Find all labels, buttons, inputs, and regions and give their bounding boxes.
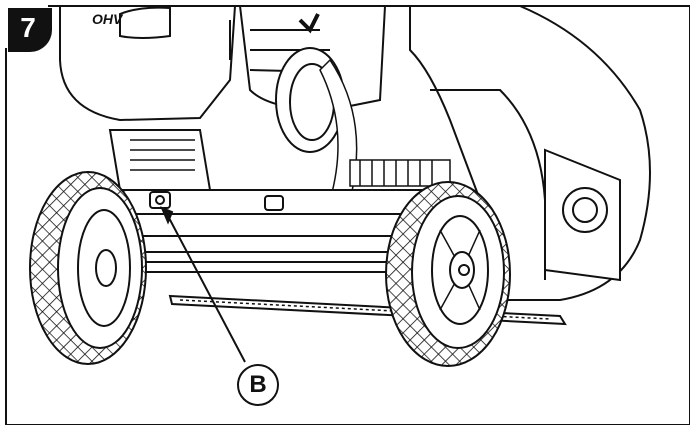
callout-b: B <box>237 364 279 406</box>
callout-label: B <box>249 371 267 398</box>
engine-cover-text: OHV <box>92 11 124 27</box>
left-wheel <box>29 171 147 365</box>
snowblower-illustration: OHV <box>5 5 690 425</box>
figure-frame: OHV <box>4 4 690 425</box>
step-number-badge: 7 <box>8 8 52 52</box>
auger-blades <box>319 58 451 201</box>
auger-housing <box>409 5 651 301</box>
axle-assembly <box>94 129 431 273</box>
step-number: 7 <box>20 12 36 43</box>
callout-leader <box>160 206 246 363</box>
right-wheel <box>385 181 511 367</box>
